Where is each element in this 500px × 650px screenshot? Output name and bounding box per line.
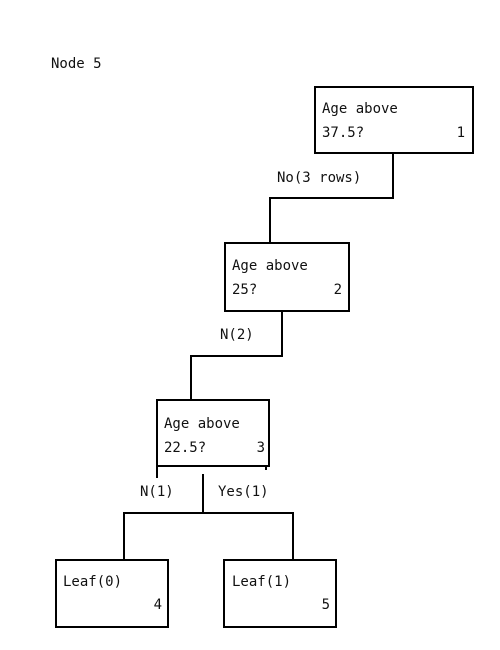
tree-node-1: Age above 37.5? 1 [314, 86, 474, 154]
node-box [314, 86, 474, 154]
node-condition-line2: 37.5? [322, 125, 364, 141]
edge-label: N(2) [220, 327, 254, 343]
edge-connector [123, 474, 204, 560]
leaf-box [55, 559, 169, 628]
node-condition-line2: 25? [232, 282, 257, 298]
node-condition-line1: Age above [232, 258, 308, 274]
leaf-box [223, 559, 337, 628]
tree-edge-no-3-rows: No(3 rows) [269, 153, 394, 243]
tree-node-3: Age above 22.5? 3 [156, 399, 270, 467]
tree-node-5: Leaf(1) 5 [223, 559, 337, 628]
node-number: 1 [457, 125, 465, 141]
leaf-label: Leaf(0) [63, 574, 122, 590]
page-title: Node 5 [51, 56, 102, 72]
node-number: 5 [322, 597, 330, 613]
node-condition-line1: Age above [164, 416, 240, 432]
edge-connector [269, 153, 394, 243]
node-condition-line1: Age above [322, 101, 398, 117]
node-number: 4 [154, 597, 162, 613]
tree-node-2: Age above 25? 2 [224, 242, 350, 312]
edge-label-yes-1: Yes(1) [218, 484, 269, 500]
edge-connector [190, 311, 283, 400]
leaf-label: Leaf(1) [232, 574, 291, 590]
edge-label: No(3 rows) [277, 170, 361, 186]
edge-label-n-1: N(1) [140, 484, 174, 500]
tree-edge-split-3: N(1) Yes(1) [123, 466, 294, 560]
node-number: 3 [257, 440, 265, 456]
edge-connector [203, 512, 294, 560]
node-condition-line2: 22.5? [164, 440, 206, 456]
node-box [156, 399, 270, 467]
tree-node-4: Leaf(0) 4 [55, 559, 169, 628]
tree-edge-n-2: N(2) [190, 311, 283, 400]
node-box [224, 242, 350, 312]
node-number: 2 [334, 282, 342, 298]
